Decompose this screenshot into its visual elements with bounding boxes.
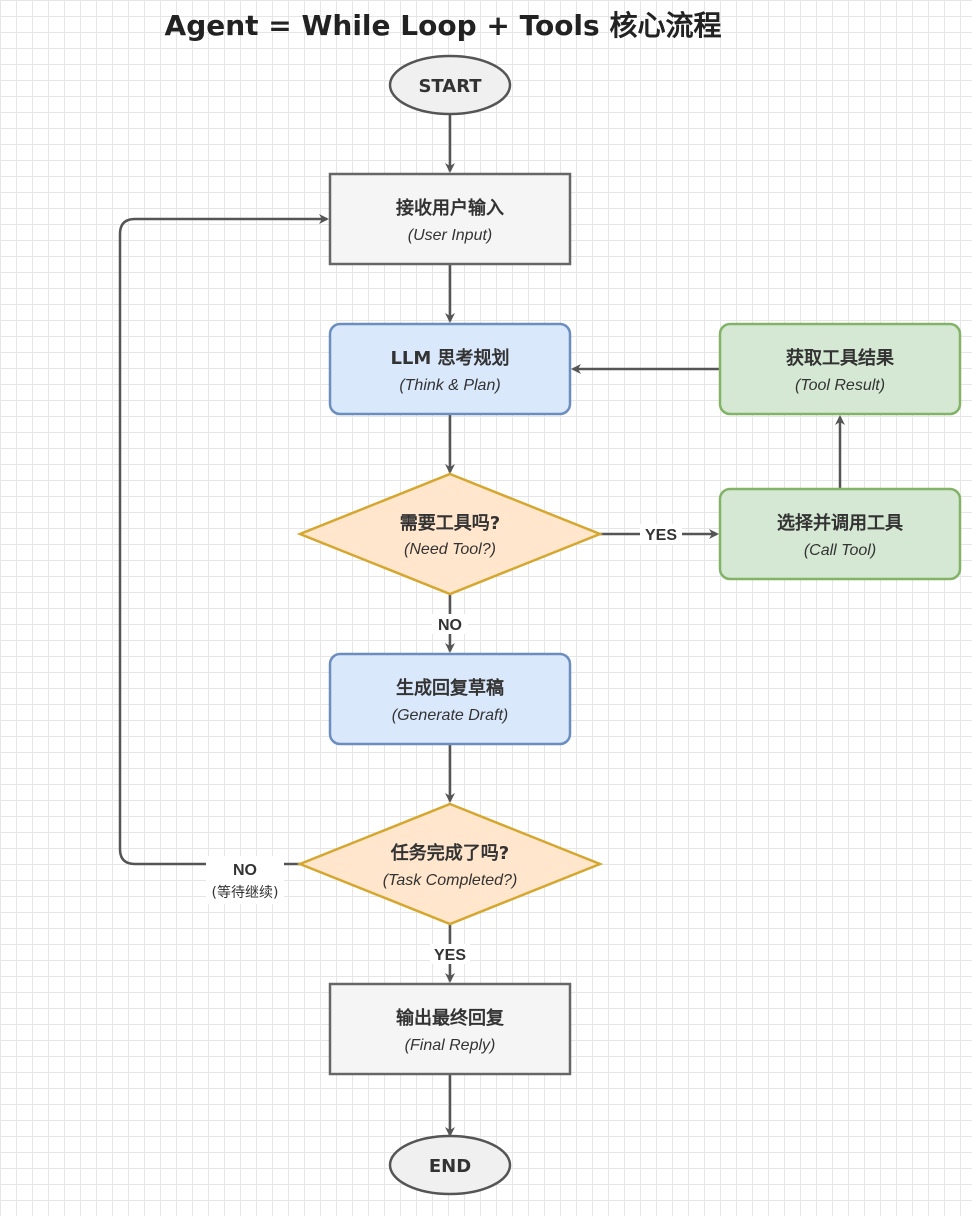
think-plan-label: LLM 思考规划 xyxy=(390,347,509,369)
start-shape xyxy=(388,54,512,116)
node-call-tool: 选择并调用工具 (Call Tool) xyxy=(718,487,962,581)
edge-label-task-no-sub: (等待继续) xyxy=(212,884,279,901)
task-yes-label-bg xyxy=(430,944,470,964)
start-label: START xyxy=(418,76,482,97)
edge-label-task-yes: YES xyxy=(434,947,466,964)
need-tool-label: 需要工具吗? xyxy=(400,513,500,534)
user-input-shape xyxy=(328,172,572,266)
user-input-sub: (User Input) xyxy=(408,227,492,244)
node-task-completed: 任务完成了吗? (Task Completed?) xyxy=(296,802,604,926)
user-input-label: 接收用户输入 xyxy=(396,197,504,219)
think-plan-shape xyxy=(328,322,572,416)
need-tool-shape xyxy=(296,472,604,596)
task-completed-sub: (Task Completed?) xyxy=(383,872,518,889)
edge-label-need-tool-yes: YES xyxy=(645,527,677,544)
end-shape xyxy=(388,1134,512,1196)
node-need-tool: 需要工具吗? (Need Tool?) xyxy=(296,472,604,596)
task-completed-label: 任务完成了吗? xyxy=(390,842,509,864)
generate-draft-label: 生成回复草稿 xyxy=(396,677,504,699)
node-user-input: 接收用户输入 (User Input) xyxy=(328,172,572,266)
node-generate-draft: 生成回复草稿 (Generate Draft) xyxy=(328,652,572,746)
task-completed-shape xyxy=(296,802,604,926)
final-reply-label: 输出最终回复 xyxy=(396,1007,505,1029)
loop-label-bg xyxy=(206,856,284,904)
yes-label-bg xyxy=(640,524,682,544)
generate-draft-sub: (Generate Draft) xyxy=(392,707,508,724)
end-label: END xyxy=(429,1156,471,1177)
no-label-bg xyxy=(432,614,468,634)
node-think-plan: LLM 思考规划 (Think & Plan) xyxy=(328,322,572,416)
call-tool-shape xyxy=(718,487,962,581)
call-tool-label: 选择并调用工具 xyxy=(777,512,903,534)
final-reply-sub: (Final Reply) xyxy=(405,1037,496,1054)
node-start: START xyxy=(388,54,512,116)
edge-label-need-tool-no: NO xyxy=(438,617,462,634)
final-reply-shape xyxy=(328,982,572,1076)
think-plan-sub: (Think & Plan) xyxy=(399,377,500,394)
node-tool-result: 获取工具结果 (Tool Result) xyxy=(718,322,962,416)
edge-task-completed-loop-to-user-input xyxy=(118,214,329,866)
call-tool-sub: (Call Tool) xyxy=(804,542,876,559)
diagram-title: Agent = While Loop + Tools 核心流程 xyxy=(165,9,722,42)
tool-result-sub: (Tool Result) xyxy=(795,377,885,394)
need-tool-sub: (Need Tool?) xyxy=(404,541,496,558)
edge-label-task-no: NO xyxy=(233,862,257,879)
generate-draft-shape xyxy=(328,652,572,746)
tool-result-label: 获取工具结果 xyxy=(786,347,895,369)
tool-result-shape xyxy=(718,322,962,416)
node-end: END xyxy=(388,1134,512,1196)
node-final-reply: 输出最终回复 (Final Reply) xyxy=(328,982,572,1076)
